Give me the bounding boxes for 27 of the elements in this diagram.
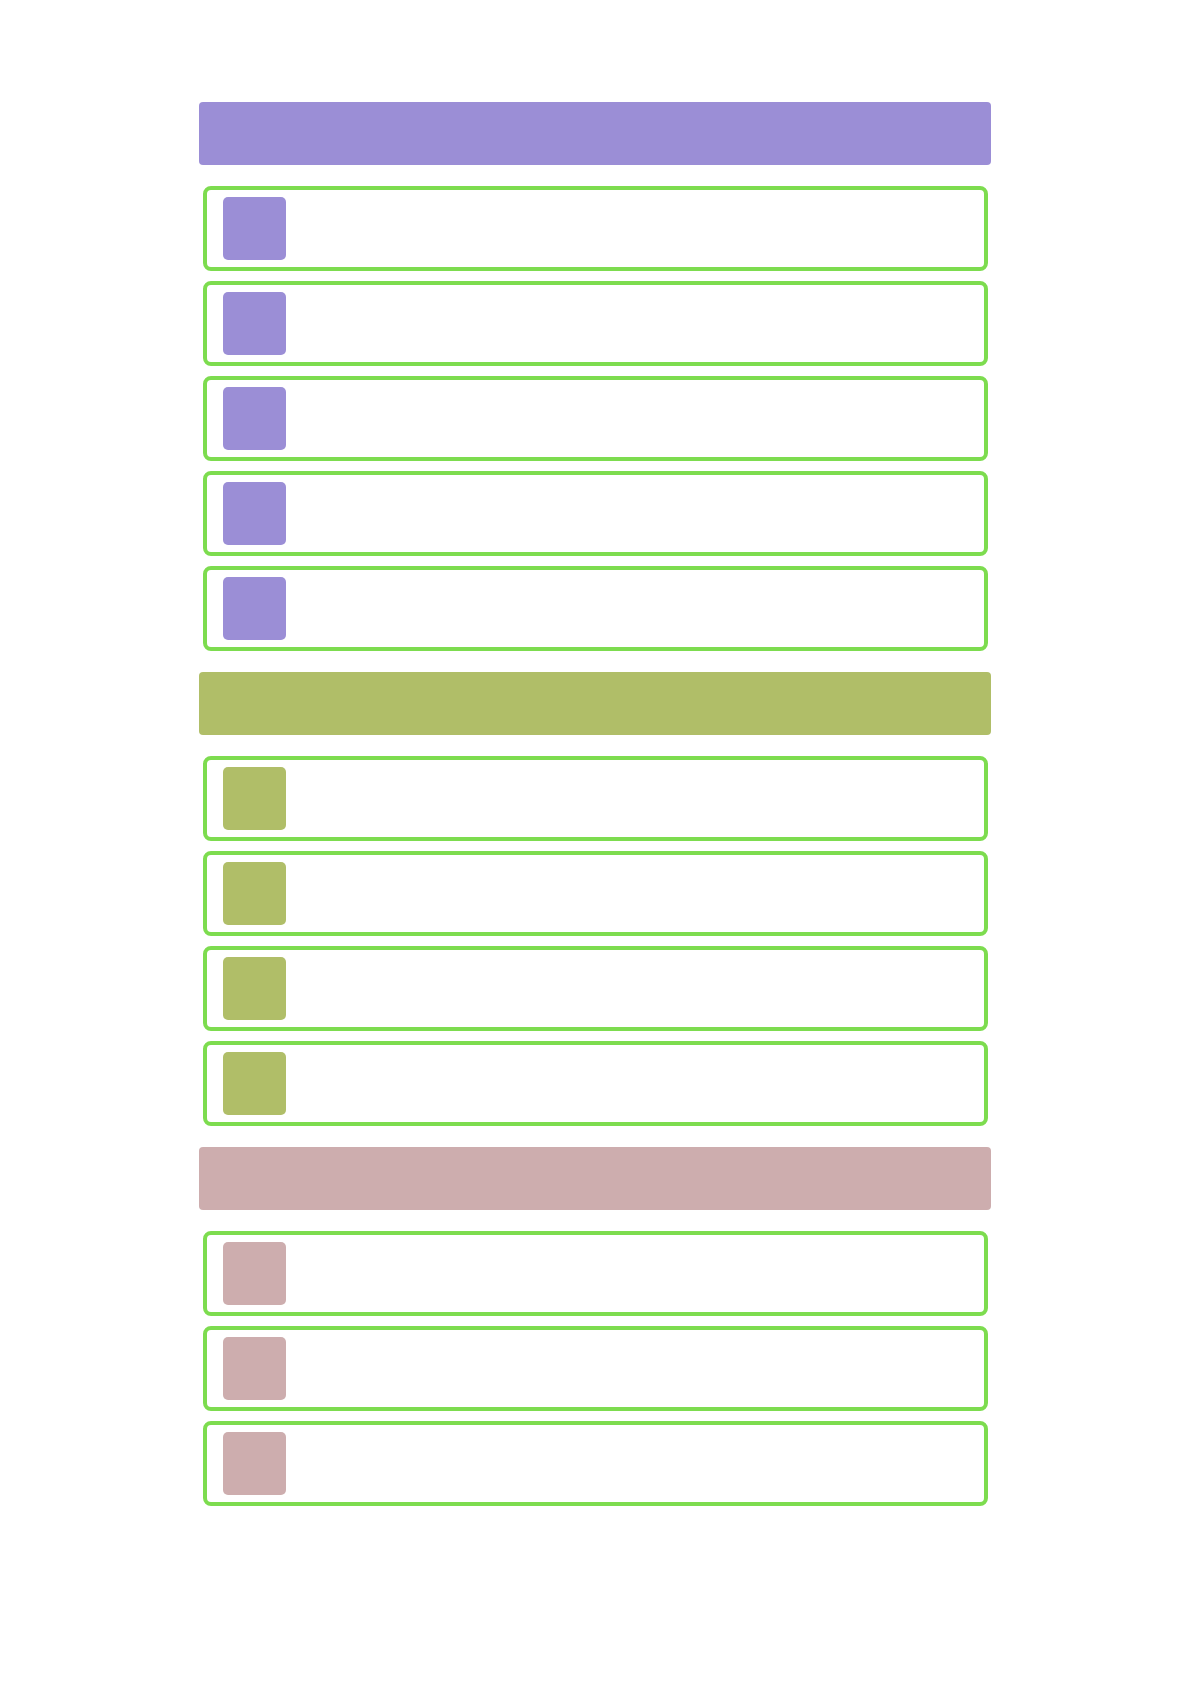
- item-card: [203, 1041, 988, 1126]
- item-card: [203, 1421, 988, 1506]
- square-icon: [223, 1242, 286, 1305]
- item-card: [203, 1231, 988, 1316]
- square-icon: [223, 957, 286, 1020]
- section-header-bar: [199, 102, 991, 165]
- section-header-bar: [199, 1147, 991, 1210]
- item-card: [203, 281, 988, 366]
- square-icon: [223, 862, 286, 925]
- square-icon: [223, 387, 286, 450]
- square-icon: [223, 1052, 286, 1115]
- item-card: [203, 946, 988, 1031]
- square-icon: [223, 1337, 286, 1400]
- section-header-bar: [199, 672, 991, 735]
- item-card: [203, 756, 988, 841]
- item-card: [203, 471, 988, 556]
- square-icon: [223, 197, 286, 260]
- square-icon: [223, 577, 286, 640]
- item-card: [203, 1326, 988, 1411]
- item-card: [203, 566, 988, 651]
- item-card: [203, 851, 988, 936]
- square-icon: [223, 1432, 286, 1495]
- item-card: [203, 186, 988, 271]
- item-card: [203, 376, 988, 461]
- square-icon: [223, 482, 286, 545]
- square-icon: [223, 292, 286, 355]
- square-icon: [223, 767, 286, 830]
